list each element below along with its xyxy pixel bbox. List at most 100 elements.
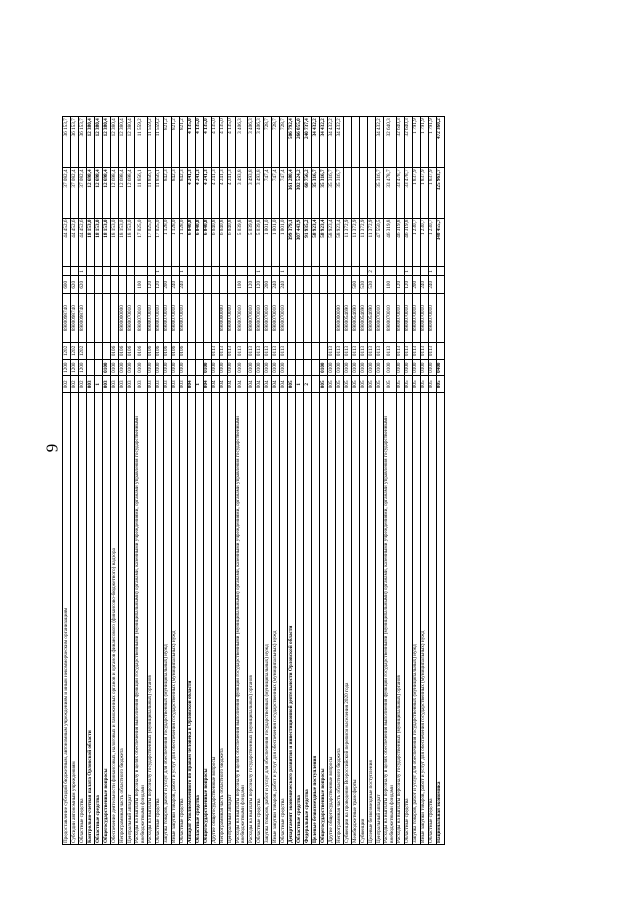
row-name: Другие общегосударственные вопросы	[327, 392, 336, 845]
code-cell	[203, 266, 212, 276]
amount-cell: 12 380,4	[118, 116, 127, 168]
code-cell	[94, 266, 103, 276]
amount-cell: 4 135,0	[203, 116, 212, 168]
code-cell	[187, 359, 196, 376]
amount-cell: 5 039,8	[235, 218, 248, 267]
amount-cell: 6 040,8	[219, 218, 228, 267]
code-cell	[311, 266, 320, 276]
code-cell: 0100	[147, 359, 156, 376]
code-cell: 0106	[179, 342, 188, 360]
code-cell: 1202	[62, 342, 71, 360]
code-cell	[287, 275, 296, 294]
amount-cell: 12 380,4	[94, 116, 103, 168]
code-cell: 0100	[359, 359, 368, 376]
code-cell	[203, 275, 212, 294]
amount-cell: 1 001,0	[279, 218, 288, 267]
row-name: Центральный аппарат	[375, 392, 384, 845]
code-cell: 120	[255, 275, 264, 294]
table-row: Обеспечение деятельности финансовых, нал…	[110, 66, 119, 845]
row-name: Целевые безвозмездные поступления	[367, 392, 376, 845]
code-cell: 0113	[375, 342, 384, 360]
code-cell: 0100	[171, 359, 180, 376]
code-cell: 0100	[227, 359, 236, 376]
code-cell	[319, 275, 328, 294]
code-cell: 004	[187, 376, 196, 393]
amount-cell: 3 493,8	[247, 167, 256, 219]
amount-cell: 1 128,0	[163, 218, 172, 267]
code-cell: 1	[428, 266, 437, 276]
table-row: Расходы на выплаты персоналу государстве…	[247, 66, 256, 845]
code-cell	[311, 293, 320, 343]
code-cell: 8900070010	[235, 293, 248, 343]
amount-cell: 821,2	[179, 116, 188, 168]
code-cell: 8900054690	[343, 293, 352, 343]
amount-cell: 11 559,2	[147, 116, 156, 168]
code-cell	[311, 342, 320, 360]
code-cell: 0113	[211, 342, 220, 360]
code-cell	[396, 266, 405, 276]
code-cell: 0100	[335, 359, 344, 376]
code-cell: 8900070010	[171, 293, 180, 343]
code-cell: 240	[420, 275, 429, 294]
row-name: Закупка товаров, работ и услуг для обесп…	[163, 392, 172, 845]
amount-cell	[359, 116, 368, 168]
amount-cell: 34 432,2	[319, 116, 328, 168]
amount-cell: 1 128,0	[179, 218, 188, 267]
amount-cell: 12 380,4	[126, 116, 135, 168]
code-cell	[295, 293, 304, 343]
code-cell: 003	[86, 376, 95, 393]
budget-table: Предоставление субсидий бюджетным, автон…	[62, 65, 445, 845]
code-cell: 003	[155, 376, 164, 393]
amount-cell: 747,4	[279, 167, 288, 219]
code-cell	[203, 342, 212, 360]
table-row: Субвенции на проведение Всероссийской пе…	[343, 66, 352, 845]
amount-cell: 12 698,4	[126, 167, 135, 219]
amount-cell: 1 791,9	[412, 116, 421, 168]
code-cell: 0113	[227, 342, 236, 360]
code-cell: 005	[412, 376, 421, 393]
amount-cell: 728,7	[263, 116, 272, 168]
code-cell: 004	[247, 376, 256, 393]
code-cell: 240	[271, 275, 280, 294]
code-cell: 0113	[420, 342, 429, 360]
amount-cell: 4 241,3	[203, 167, 212, 219]
code-cell: 0100	[126, 359, 135, 376]
row-name: Областные средства	[279, 392, 288, 845]
amount-cell: 34 432,2	[335, 116, 344, 168]
row-name: Межбюджетные трансферты	[351, 392, 360, 845]
amount-cell: 506 792,4	[287, 116, 296, 168]
code-cell: 0106	[110, 342, 119, 360]
row-name: Областные средства	[195, 392, 204, 845]
code-cell: 1	[295, 376, 304, 393]
code-cell: 0113	[359, 342, 368, 360]
row-name: Предоставление субсидий бюджетным, автон…	[62, 392, 71, 845]
code-cell: 1	[255, 266, 264, 276]
amount-cell: 4 241,3	[195, 167, 204, 219]
code-cell	[171, 266, 180, 276]
amount-cell: 34 432,2	[375, 116, 384, 168]
amount-cell: 5 039,8	[255, 218, 264, 267]
code-cell: 240	[179, 275, 188, 294]
code-cell	[102, 342, 111, 360]
code-cell	[287, 293, 296, 343]
amount-cell: 46 319,8	[396, 218, 405, 267]
amount-cell: 821,2	[171, 116, 180, 168]
row-name: Другие общегосударственные вопросы	[211, 392, 220, 845]
code-cell: 240	[428, 275, 437, 294]
row-name: Расходы на выплаты персоналу государстве…	[247, 392, 256, 845]
code-cell	[287, 359, 296, 376]
table-row: Закупка товаров, работ и услуг для обесп…	[163, 66, 172, 845]
amount-cell: 18 153,0	[86, 218, 95, 267]
code-cell	[235, 266, 248, 276]
code-cell: 0100	[396, 359, 405, 376]
amount-cell	[343, 116, 352, 168]
code-cell: 620	[70, 275, 79, 294]
code-cell: 004	[271, 376, 280, 393]
code-cell	[187, 266, 196, 276]
